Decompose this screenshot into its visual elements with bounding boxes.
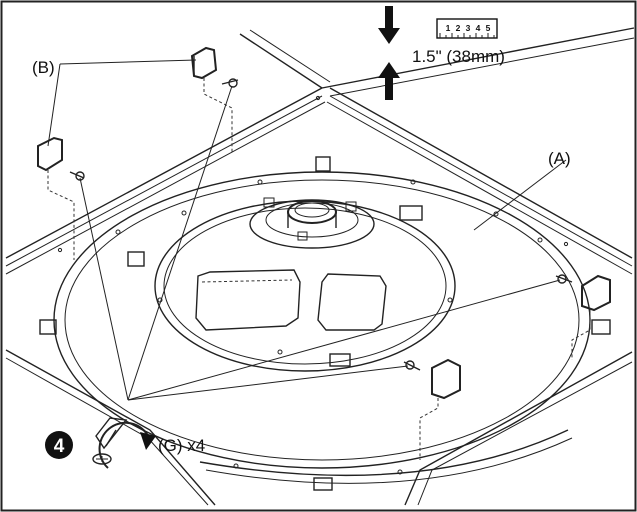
step-number-badge: 4: [45, 431, 73, 459]
bracket-right: [555, 274, 611, 360]
center-socket: [249, 197, 375, 249]
bracket-lower: [403, 358, 461, 460]
leader-lines: [47, 59, 567, 401]
ruler-tick-1: 1: [446, 23, 451, 33]
ruler-icon: 1 2 3 4 5: [436, 18, 498, 39]
ceiling-grid: [5, 27, 635, 506]
fixture-housing: [53, 171, 591, 484]
bracket-b-upper: [190, 46, 239, 152]
ring-clips: [39, 156, 611, 491]
screwdriver-rotate-icon: [92, 417, 156, 469]
mounting-plates: [195, 269, 387, 331]
label-a: (A): [548, 149, 571, 168]
label-b: (B): [32, 58, 55, 77]
ruler-tick-4: 4: [476, 23, 481, 33]
label-g-count: (G) x4: [158, 436, 205, 455]
ruler-tick-2: 2: [456, 23, 461, 33]
step-number: 4: [54, 436, 65, 457]
label-measure: 1.5" (38mm): [412, 47, 505, 66]
thickness-indicator: [378, 6, 400, 100]
ruler-tick-5: 5: [486, 23, 491, 33]
ruler-tick-3: 3: [466, 23, 471, 33]
